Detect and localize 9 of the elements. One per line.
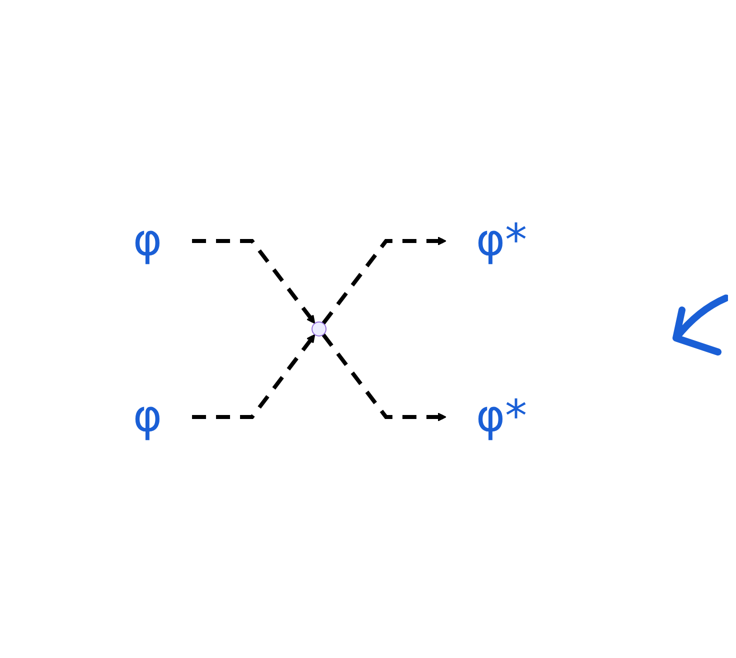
arrow	[322, 236, 446, 325]
node-point	[312, 322, 326, 336]
node-text: φ*	[476, 391, 528, 442]
node-text: φ*	[476, 215, 528, 266]
arrow	[322, 333, 446, 422]
node-text: φ	[132, 391, 162, 442]
arrow	[192, 239, 316, 324]
arrow	[192, 334, 316, 419]
node-text: φ	[132, 215, 162, 266]
